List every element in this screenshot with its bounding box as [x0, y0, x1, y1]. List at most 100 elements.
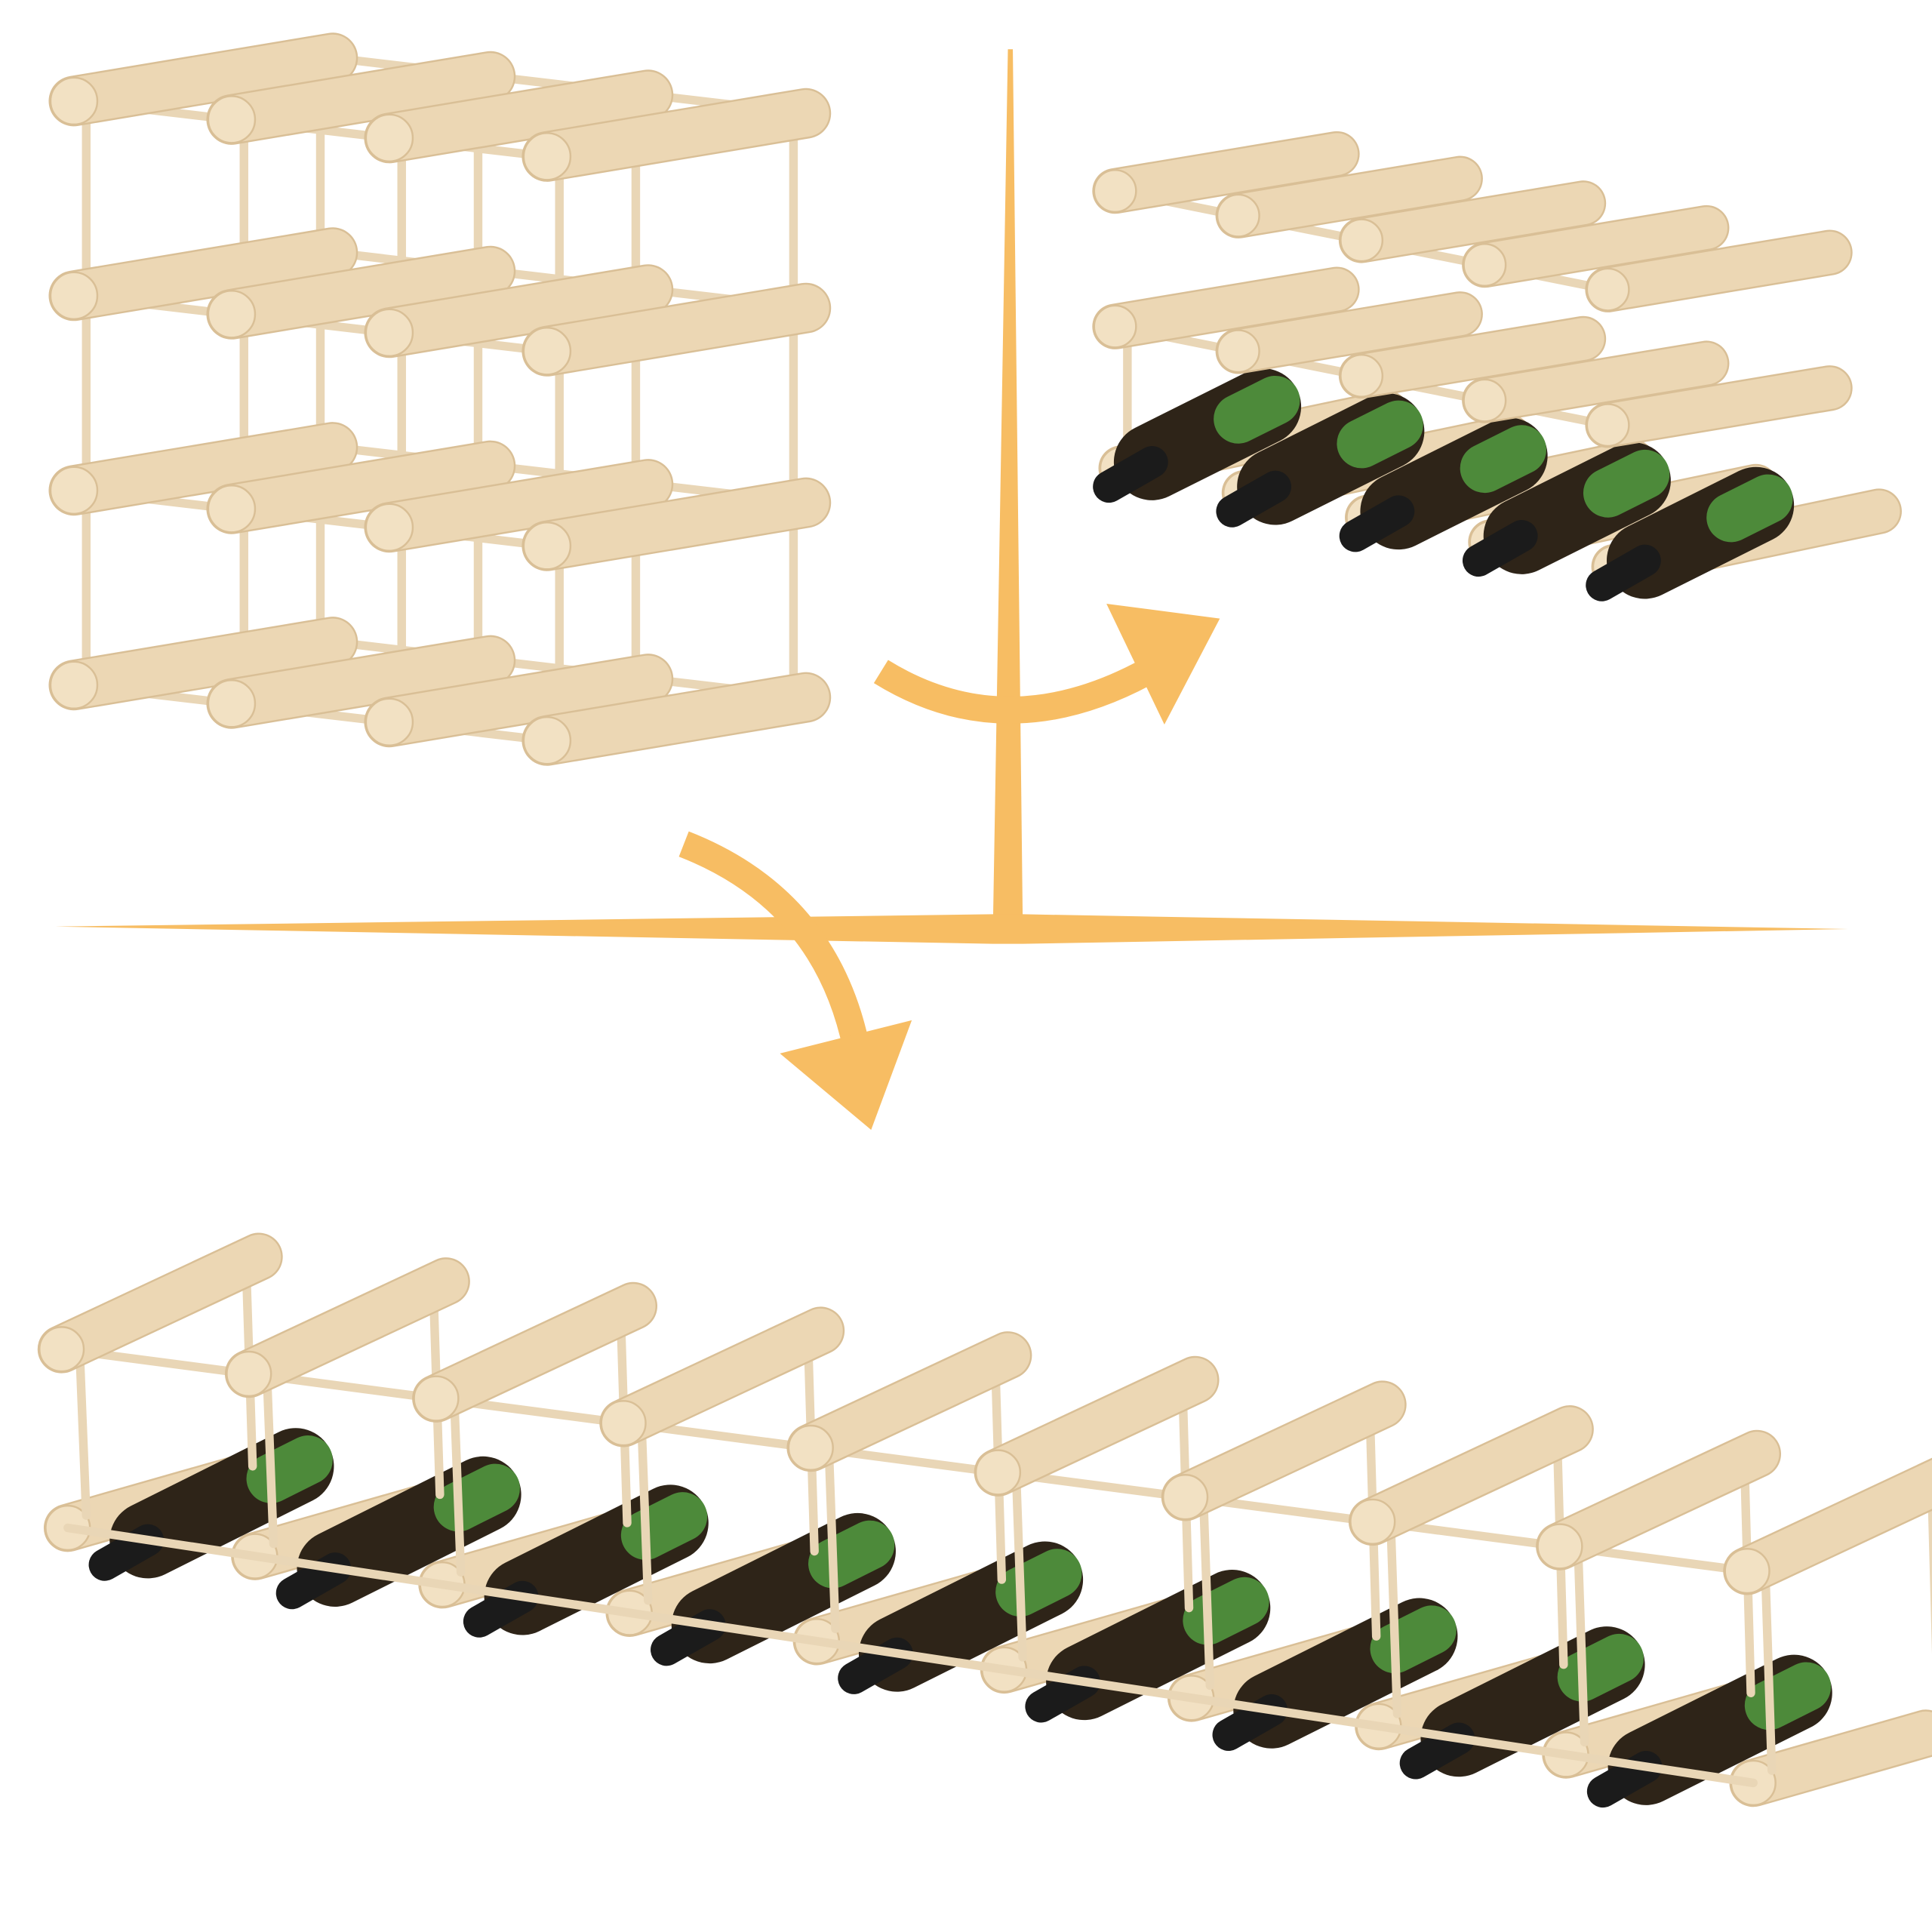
wooden-log-face [523, 90, 829, 180]
log-end [1093, 169, 1137, 214]
dowel-rod [1574, 1554, 1589, 1747]
wooden-log-face [1537, 1432, 1780, 1569]
log-end [1463, 378, 1507, 423]
log-end [1586, 267, 1630, 312]
wooden-log-face [1463, 207, 1727, 286]
wooden-log-face [208, 442, 514, 533]
log-end [1537, 1523, 1583, 1570]
bottle-cap [1339, 495, 1415, 552]
wooden-log-face [523, 285, 829, 375]
wooden-log-face [39, 1234, 281, 1372]
rack-two-level-with-bottles [1092, 131, 1902, 601]
log-end [207, 679, 257, 728]
wooden-log-face [1586, 367, 1851, 447]
bottle-cap [838, 1637, 913, 1694]
wooden-log-face [1730, 1711, 1932, 1805]
dowel-rod [637, 1431, 653, 1605]
bottle-cap [1399, 1722, 1475, 1780]
bottle-glass-highlight [1460, 425, 1546, 494]
dowel-rod [63, 1523, 1758, 1788]
log-end [522, 327, 572, 376]
arrow-to-bottom [678, 831, 870, 1051]
wooden-log-face [365, 71, 672, 162]
wooden-log-face [208, 637, 514, 728]
dowel-rod [825, 1455, 840, 1634]
bottle-glass-highlight [246, 1435, 333, 1503]
bottle-glass-highlight [433, 1463, 520, 1532]
log-end [38, 1326, 85, 1373]
wooden-log-face [1724, 1460, 1932, 1594]
wooden-log-face [50, 618, 356, 709]
bottle-cap [463, 1580, 539, 1638]
wooden-log-face [365, 460, 672, 551]
log-end [49, 660, 99, 709]
log-end [207, 95, 257, 144]
bottle-glass-highlight [808, 1520, 895, 1589]
wooden-log-face [601, 1308, 843, 1446]
long-rack-with-bottles [37, 1232, 1932, 1808]
wooden-log-face [1094, 133, 1358, 212]
log-end [49, 76, 99, 126]
dowel-rod [1012, 1480, 1027, 1662]
bottle-glass-highlight [1183, 1577, 1269, 1645]
wooden-log-face [1217, 293, 1481, 373]
log-end [522, 715, 572, 765]
log-end [207, 290, 257, 339]
wooden-log-face [1094, 268, 1358, 348]
bottle-cap [1025, 1666, 1100, 1723]
log-end [600, 1400, 647, 1447]
wooden-log-face [1463, 342, 1727, 422]
arrow-to-top-right [873, 654, 1165, 724]
log-end [365, 697, 414, 746]
bottle-glass-highlight [1706, 474, 1793, 543]
wooden-log-face [1217, 157, 1481, 237]
wooden-log-face [1340, 318, 1604, 397]
log-end [1340, 218, 1384, 263]
log-end [365, 503, 414, 552]
bottle-cap [1216, 470, 1292, 528]
log-end [1162, 1474, 1209, 1521]
wooden-log-face [788, 1333, 1030, 1470]
dowel-rod [1761, 1579, 1777, 1775]
log-end [974, 1449, 1022, 1496]
arrow-head-bottom-icon [780, 1020, 912, 1131]
log-end [226, 1350, 272, 1398]
log-end [1216, 329, 1260, 374]
log-end [787, 1424, 834, 1471]
arrow-head-top-right-icon [1106, 604, 1220, 724]
empty-rack-3x4 [48, 32, 832, 766]
bottle-cap [1586, 1751, 1663, 1808]
bottle-glass-highlight [1337, 400, 1423, 469]
log-end [522, 521, 572, 571]
bottle-glass-highlight [995, 1549, 1082, 1617]
horizontal-divider [55, 914, 1848, 944]
bottle-cap [88, 1524, 165, 1581]
log-end [365, 113, 414, 163]
wooden-log-face [523, 479, 829, 570]
log-end [1463, 243, 1507, 287]
bottle-glass-highlight [1744, 1662, 1832, 1730]
log-end [49, 466, 99, 515]
dowel-rod [1386, 1529, 1402, 1718]
bottle-cap [1462, 519, 1538, 577]
bottle-glass-highlight [1557, 1633, 1644, 1702]
log-end [413, 1375, 460, 1422]
wooden-log-face [523, 674, 829, 764]
log-end [1340, 353, 1384, 398]
bottle-cap [275, 1552, 352, 1610]
log-end [365, 308, 414, 358]
log-end [1349, 1498, 1396, 1545]
log-end [1216, 193, 1260, 238]
bottle-glass-highlight [1370, 1605, 1457, 1674]
wooden-log-face [1586, 231, 1851, 311]
wooden-log-face [50, 229, 356, 319]
bottle-cap [651, 1609, 726, 1666]
dowel-rod [263, 1382, 278, 1549]
wooden-log-face [1350, 1407, 1592, 1544]
log-end [522, 132, 572, 181]
dowel-rod [450, 1406, 466, 1577]
wooden-log-face [976, 1358, 1218, 1495]
wooden-log-face [50, 423, 356, 514]
wooden-log-face [1163, 1382, 1405, 1520]
